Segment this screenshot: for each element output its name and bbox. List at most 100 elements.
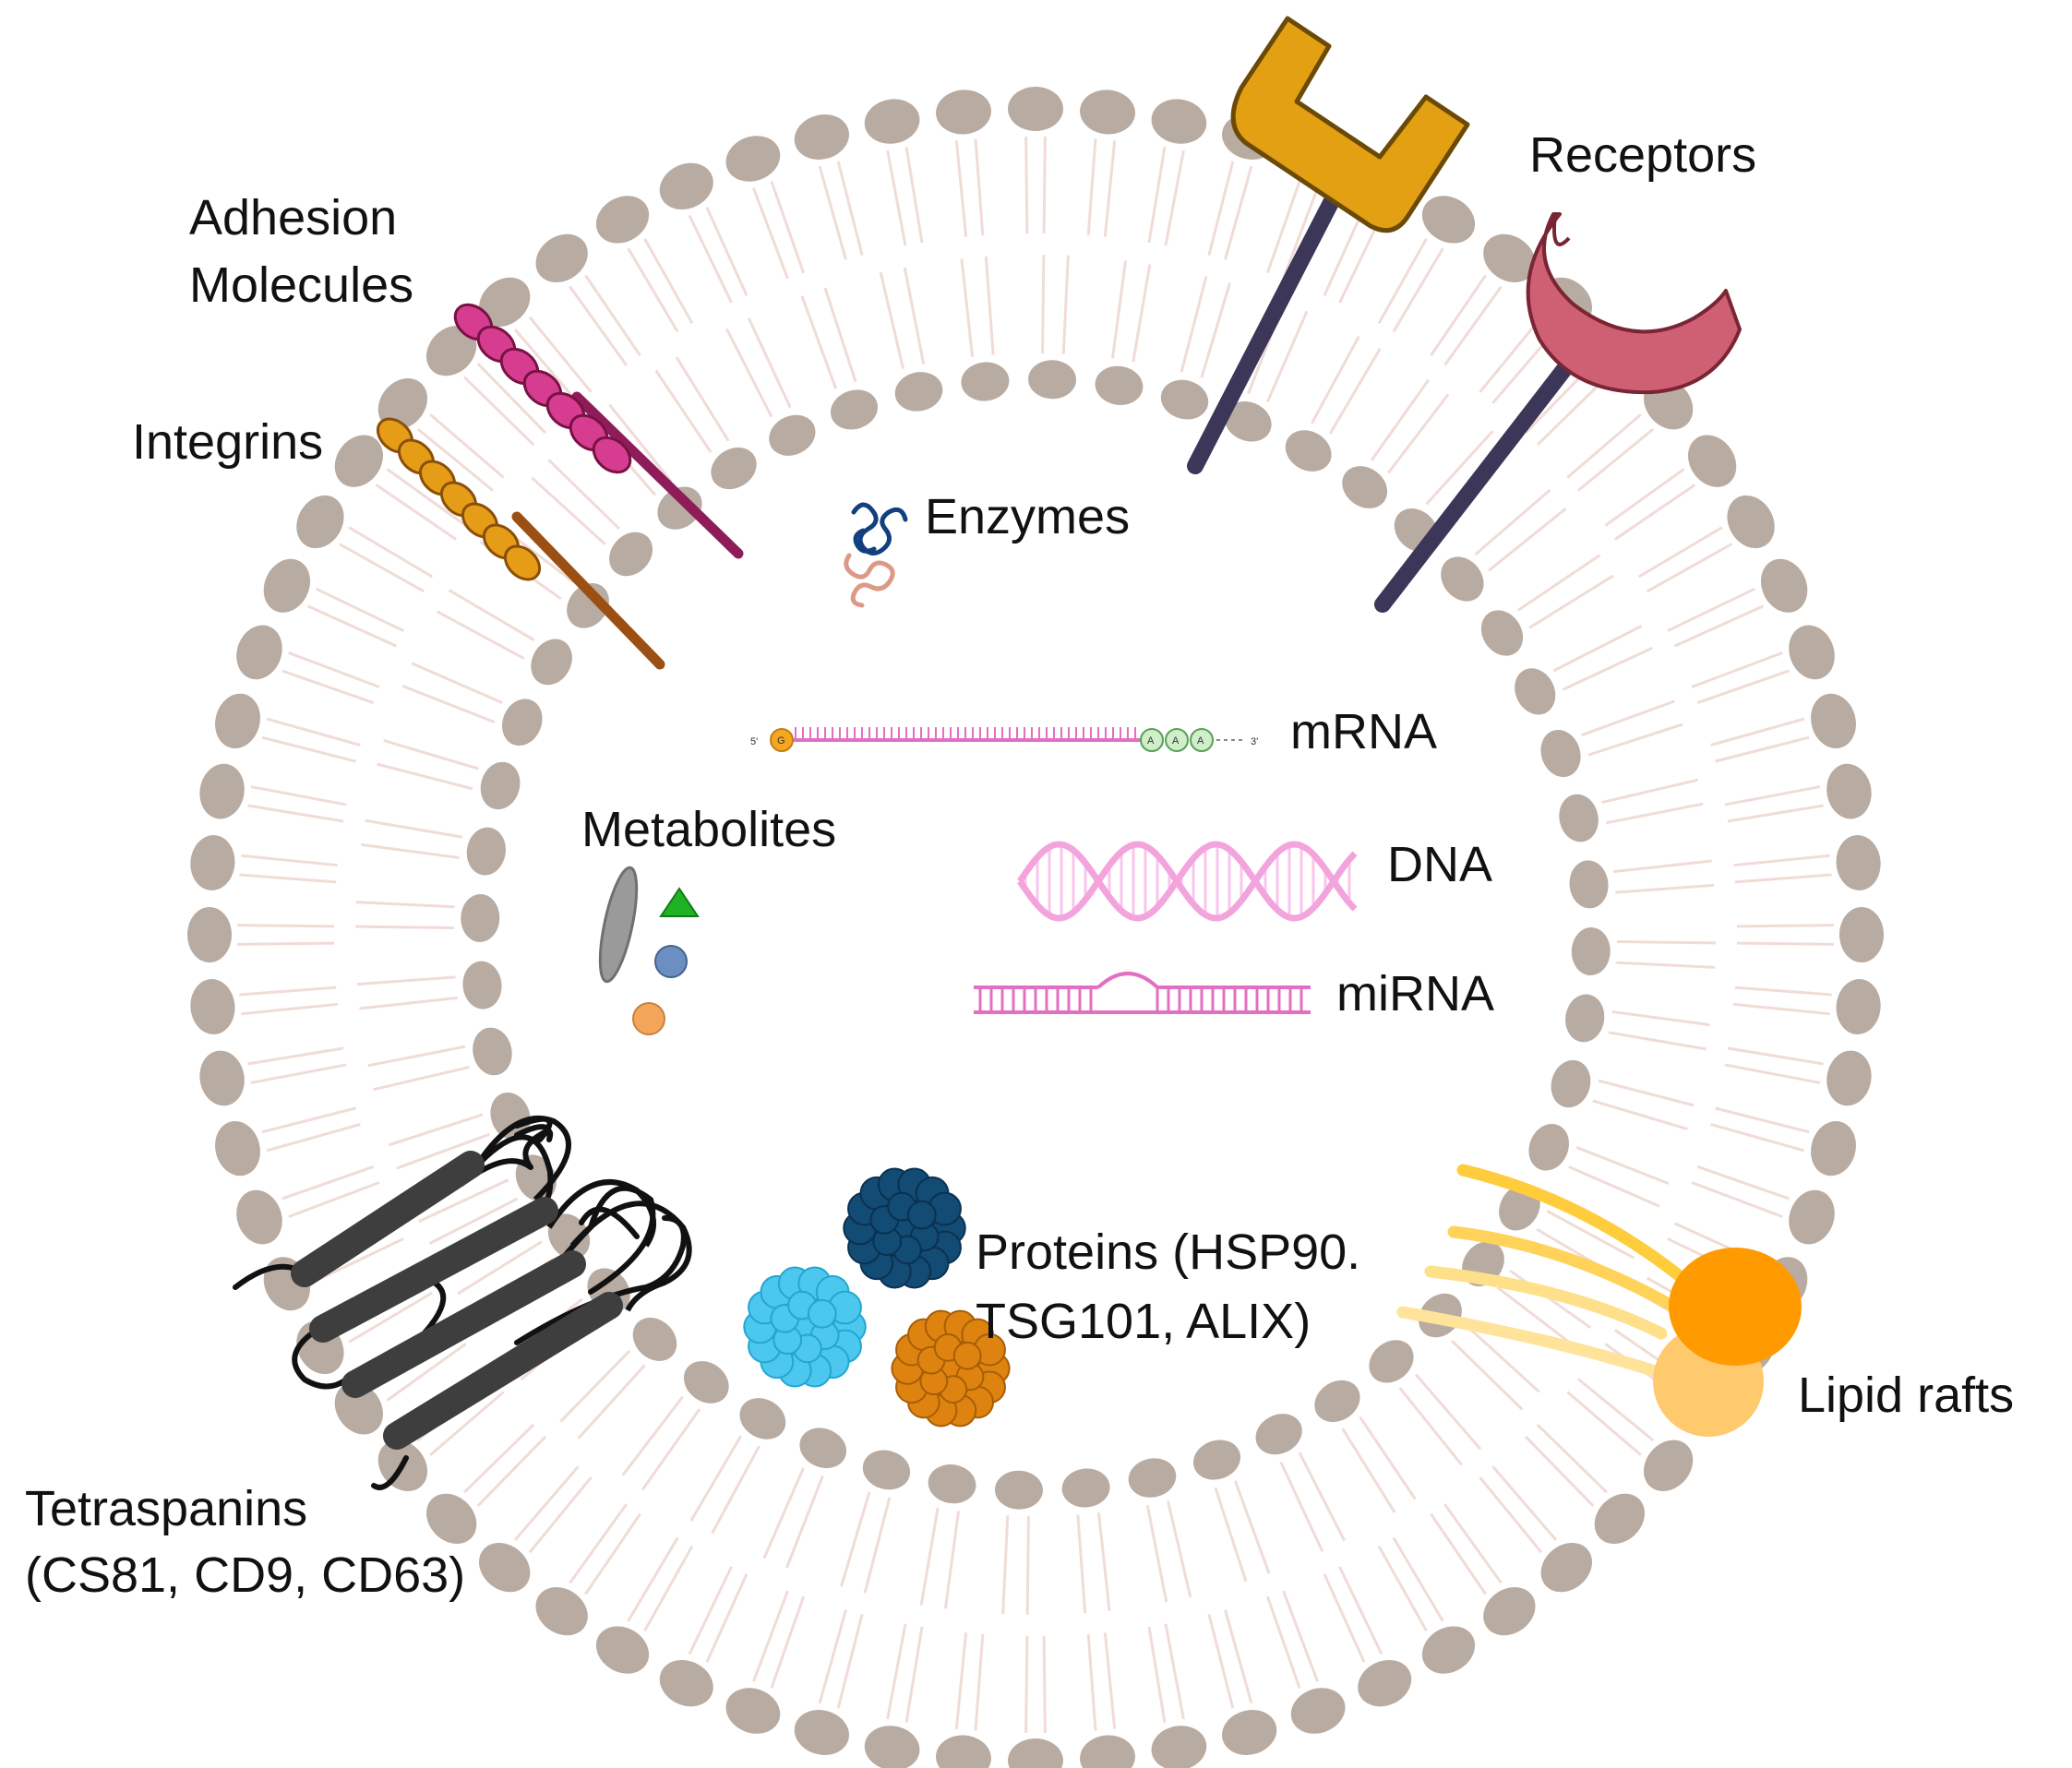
lipid-head xyxy=(535,1587,588,1636)
lipid-head xyxy=(1151,99,1207,144)
lipid-head xyxy=(1151,1726,1207,1768)
lipid-head xyxy=(1314,1380,1360,1423)
label-adhesion-line1: Adhesion xyxy=(189,190,397,245)
lipid-head xyxy=(199,1050,245,1106)
lipid-head xyxy=(1421,1626,1476,1674)
lipid-head xyxy=(1028,360,1077,400)
lipid-head xyxy=(1643,1439,1694,1491)
lipid-head xyxy=(462,961,502,1009)
lipid-head xyxy=(1480,610,1524,656)
label-tetraspanins-line1: Tetraspanins xyxy=(25,1481,307,1536)
lipid-head xyxy=(1061,1468,1110,1508)
lipid-head xyxy=(296,495,344,549)
lipid-head xyxy=(1369,1340,1414,1383)
lipid-head xyxy=(1421,196,1476,244)
lipid-head xyxy=(894,372,943,412)
lipid-head xyxy=(1839,907,1884,962)
lipid-head xyxy=(864,1726,920,1768)
integrin-icon xyxy=(376,417,665,670)
enzyme-icon xyxy=(844,502,908,608)
lipid-head xyxy=(334,435,383,487)
lipid-head xyxy=(711,447,757,490)
lipid-head xyxy=(479,1542,531,1593)
lipid-head xyxy=(769,414,816,456)
lipid-head xyxy=(1594,1493,1646,1545)
poly-a-mark-1: A xyxy=(1147,735,1155,747)
lipid-head xyxy=(479,277,531,328)
lipid-head xyxy=(466,827,506,876)
five-prime-mark: 5' xyxy=(750,736,758,747)
lipid-head xyxy=(936,1735,991,1768)
lipid-head xyxy=(263,558,311,613)
lipid-head xyxy=(794,1710,849,1755)
lipid-head xyxy=(1540,1542,1592,1593)
lipid-head xyxy=(1515,668,1556,715)
label-lipid-rafts: Lipid rafts xyxy=(1798,1368,2014,1423)
lipid-head xyxy=(1342,466,1388,508)
lipid-head xyxy=(236,625,282,680)
dna-helix-icon xyxy=(1017,841,1358,922)
lipid-head xyxy=(1811,693,1856,748)
lipid-head xyxy=(595,196,650,244)
label-dna: DNA xyxy=(1387,837,1492,892)
lipid-head xyxy=(1080,1735,1135,1768)
lipid-head xyxy=(1128,1458,1177,1498)
lipid-head xyxy=(1727,495,1775,549)
lipid-head xyxy=(425,325,477,376)
lipid-head xyxy=(531,639,572,686)
receptor-y-icon xyxy=(1187,16,1470,474)
lipid-head xyxy=(799,1428,847,1469)
proteins-icon xyxy=(743,1167,1011,1428)
lipid-head xyxy=(190,835,235,890)
lipid-head xyxy=(961,362,1010,401)
lipid-head xyxy=(1528,1123,1570,1171)
lipid-head xyxy=(1095,365,1144,405)
lipid-head xyxy=(236,1189,282,1245)
label-adhesion-line2: Molecules xyxy=(189,257,413,313)
lipid-head xyxy=(501,699,543,747)
lipid-head xyxy=(490,1092,531,1141)
lipid-head xyxy=(480,761,521,810)
lipid-head xyxy=(632,1317,677,1361)
lipid-head xyxy=(1483,1587,1536,1636)
lipid-head xyxy=(1080,90,1135,135)
lipid-head xyxy=(1441,556,1484,602)
lipid-head xyxy=(377,378,428,430)
lipid-head xyxy=(461,893,500,942)
lipid-head xyxy=(936,90,991,135)
poly-a-mark-2: A xyxy=(1172,735,1180,747)
lipid-head xyxy=(190,979,235,1034)
lipid-head xyxy=(1290,1688,1346,1734)
three-prime-mark: 3' xyxy=(1251,736,1258,747)
lipid-head xyxy=(1255,1414,1302,1455)
lipid-head xyxy=(1008,87,1063,131)
lipid-head xyxy=(1222,1710,1277,1755)
label-metabolites: Metabolites xyxy=(581,802,836,857)
lipid-head xyxy=(473,1027,512,1076)
metabolites-icon xyxy=(598,866,700,1035)
lipid-head xyxy=(609,532,653,577)
tetraspanin-icon xyxy=(233,1115,692,1490)
lipid-head xyxy=(994,1470,1043,1510)
lipid-head xyxy=(725,136,781,182)
lipid-head xyxy=(1826,1050,1872,1106)
lipid-head xyxy=(215,693,260,748)
lipid-raft-icon xyxy=(1396,1164,1802,1437)
lipid-head xyxy=(1571,927,1611,976)
lipid-head xyxy=(928,1464,976,1504)
lipid-head xyxy=(334,1382,383,1435)
lipid-head xyxy=(794,114,849,160)
lipid-head xyxy=(425,1493,477,1545)
lipid-head xyxy=(1688,435,1737,487)
lipid-head xyxy=(659,1659,713,1707)
lipid-head xyxy=(1811,1121,1856,1177)
mirna-icon xyxy=(974,972,1311,1014)
poly-a-mark-3: A xyxy=(1197,735,1204,747)
adhesion-molecule-icon xyxy=(453,303,744,559)
lipid-head xyxy=(657,486,702,530)
receptor-u-icon xyxy=(1374,212,1742,613)
lipid-head xyxy=(1483,233,1536,282)
lipid-head xyxy=(1836,979,1881,1034)
lipid-head xyxy=(1551,1059,1591,1108)
